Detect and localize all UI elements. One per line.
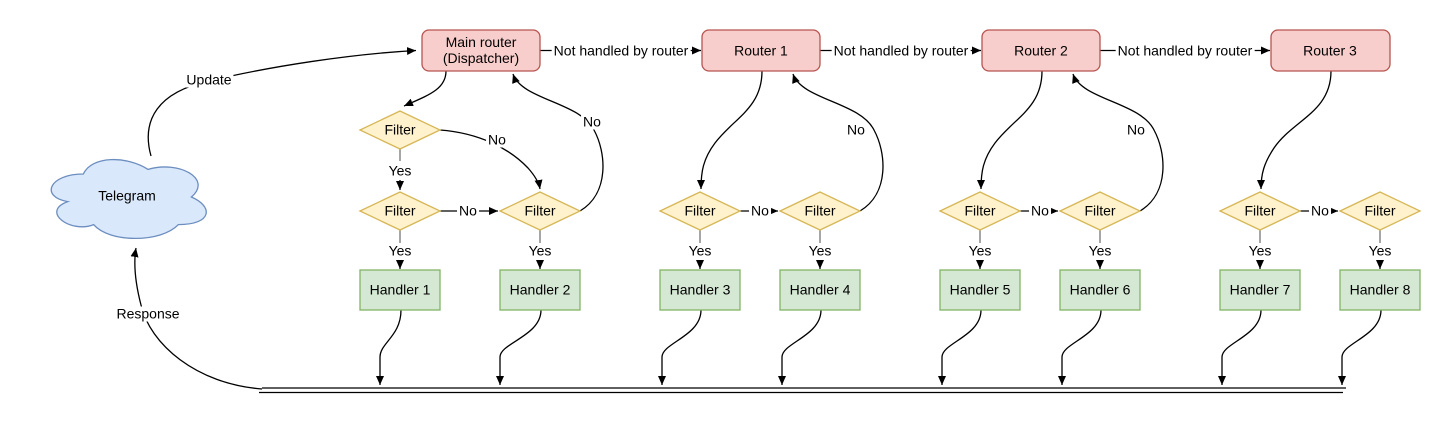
- handler4-bus-edge: [778, 309, 822, 385]
- handler1-bus-edge: [376, 309, 402, 385]
- router-1-node: [701, 29, 821, 72]
- filter-3-label: Filter: [684, 202, 716, 219]
- handler-6-label: Handler 6: [1069, 281, 1131, 298]
- yes-label-7: Yes: [1246, 242, 1274, 259]
- main-router-label-line1: Main router: [445, 34, 517, 50]
- handler-5-label: Handler 5: [949, 281, 1011, 298]
- handler-7-label: Handler 7: [1229, 281, 1291, 298]
- main-router-to-filter-edge: [403, 70, 447, 107]
- filter-2-diamond: [498, 191, 582, 231]
- handler-6-node: [1059, 269, 1141, 311]
- filter-5-diamond: [938, 191, 1022, 231]
- filter-2-label: Filter: [524, 202, 556, 219]
- telegram-label: Telegram: [98, 187, 156, 204]
- router2-to-filter-edge: [977, 70, 1043, 190]
- filter6-no-loop-edge: [1072, 73, 1164, 212]
- filter-8-label: Filter: [1364, 202, 1396, 219]
- filter-1-label: Filter: [384, 202, 416, 219]
- no-label-filter2-loop: No: [581, 113, 603, 130]
- handler7-bus-edge: [1218, 309, 1262, 385]
- filter4-no-loop-edge: [792, 73, 884, 212]
- main-router-label-line2: (Dispatcher): [442, 50, 520, 66]
- yes-label-5: Yes: [966, 242, 994, 259]
- no-label-filter4-loop: No: [845, 121, 867, 138]
- handler-2-label: Handler 2: [509, 281, 571, 298]
- yes-label-3: Yes: [686, 242, 714, 259]
- filter-5-label: Filter: [964, 202, 996, 219]
- filter-6-diamond: [1058, 191, 1142, 231]
- no-label-filter7: No: [1309, 202, 1331, 219]
- handler-8-node: [1339, 269, 1421, 311]
- handler-3-node: [659, 269, 741, 311]
- yes-label-6: Yes: [1086, 242, 1114, 259]
- filter-7-diamond: [1218, 191, 1302, 231]
- handler-4-node: [779, 269, 861, 311]
- router1-to-filter-edge: [697, 70, 763, 190]
- no-label-filter0: No: [486, 131, 508, 148]
- main-router-label: Main router (Dispatcher): [443, 34, 519, 66]
- not-handled-label-1: Not handled by router: [551, 42, 691, 58]
- handler-4-label: Handler 4: [789, 281, 851, 298]
- filter-4-diamond: [778, 191, 862, 231]
- yes-label-2: Yes: [526, 242, 554, 259]
- handler6-bus-edge: [1058, 309, 1102, 385]
- no-label-filter6-loop: No: [1125, 121, 1147, 138]
- filter-4-label: Filter: [804, 202, 836, 219]
- handler-1-label: Handler 1: [369, 281, 431, 298]
- handler3-bus-edge: [658, 309, 702, 385]
- handler2-bus-edge: [496, 309, 542, 385]
- filter2-no-loop-edge: [512, 73, 604, 212]
- handler-8-label: Handler 8: [1349, 281, 1411, 298]
- router-2-node: [981, 29, 1101, 72]
- handler-1-node: [359, 269, 441, 311]
- filter-3-diamond: [658, 191, 742, 231]
- no-label-filter3: No: [749, 202, 771, 219]
- yes-label-1: Yes: [386, 242, 414, 259]
- filter-0-diamond: [358, 110, 442, 150]
- router-3-node: [1270, 29, 1391, 72]
- filter-7-label: Filter: [1244, 202, 1276, 219]
- update-label: Update: [184, 71, 234, 88]
- filter-8-diamond: [1338, 191, 1422, 231]
- yes-label-0: Yes: [386, 162, 414, 179]
- router-3-label: Router 3: [1303, 42, 1357, 58]
- not-handled-label-3: Not handled by router: [1115, 42, 1255, 58]
- router3-to-filter-edge: [1257, 70, 1332, 190]
- handler8-bus-edge: [1338, 309, 1382, 385]
- not-handled-label-2: Not handled by router: [831, 42, 971, 58]
- handler-5-node: [939, 269, 1021, 311]
- filter0-no-edge: [439, 129, 543, 190]
- handler-3-label: Handler 3: [669, 281, 731, 298]
- telegram-cloud: [50, 158, 207, 239]
- no-label-filter1: No: [457, 202, 479, 219]
- handler5-bus-edge: [938, 309, 982, 385]
- handler-2-node: [499, 269, 581, 311]
- filter-0-label: Filter: [384, 121, 416, 138]
- filter-1-diamond: [358, 191, 442, 231]
- router-2-label: Router 2: [1014, 42, 1068, 58]
- response-label: Response: [114, 305, 182, 322]
- handler-7-node: [1219, 269, 1301, 311]
- no-label-filter5: No: [1029, 202, 1051, 219]
- router-1-label: Router 1: [734, 42, 788, 58]
- main-router-node: [421, 29, 541, 72]
- filter-6-label: Filter: [1084, 202, 1116, 219]
- update-edge: [147, 46, 417, 157]
- yes-label-8: Yes: [1366, 242, 1394, 259]
- yes-label-4: Yes: [806, 242, 834, 259]
